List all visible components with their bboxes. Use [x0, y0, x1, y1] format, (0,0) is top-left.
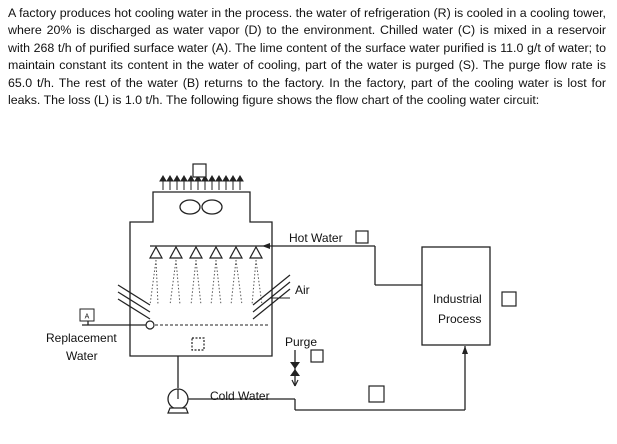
cooling-tower: [129, 191, 273, 357]
cold-water-label: Cold Water: [210, 389, 270, 403]
answer-box-b[interactable]: [368, 385, 385, 403]
purge-label: Purge: [285, 335, 317, 349]
answer-box-r[interactable]: [355, 230, 369, 244]
replacement-label: Replacement: [46, 331, 117, 345]
pump-icon: [167, 388, 189, 414]
stream-a-label: A: [85, 314, 90, 321]
vapor-arrows: [159, 175, 244, 190]
process-label: Process: [438, 312, 481, 326]
problem-statement: A factory produces hot cooling water in …: [8, 6, 606, 108]
answer-box-c[interactable]: [191, 337, 205, 351]
hot-water-label: Hot Water: [289, 231, 343, 245]
water-spray: [149, 259, 263, 306]
industrial-label: Industrial: [433, 292, 482, 306]
fan-icon: [179, 199, 223, 215]
air-label: Air: [295, 283, 310, 297]
water-label: Water: [66, 349, 98, 363]
louvers: [117, 274, 291, 320]
answer-box-a: [79, 308, 95, 322]
answer-box-d[interactable]: [192, 163, 207, 178]
answer-box-s[interactable]: [310, 349, 324, 363]
spray-nozzles: [148, 245, 264, 259]
answer-box-l[interactable]: [501, 291, 517, 307]
industrial-process-box: [421, 246, 491, 346]
valve-icon: [290, 362, 300, 387]
